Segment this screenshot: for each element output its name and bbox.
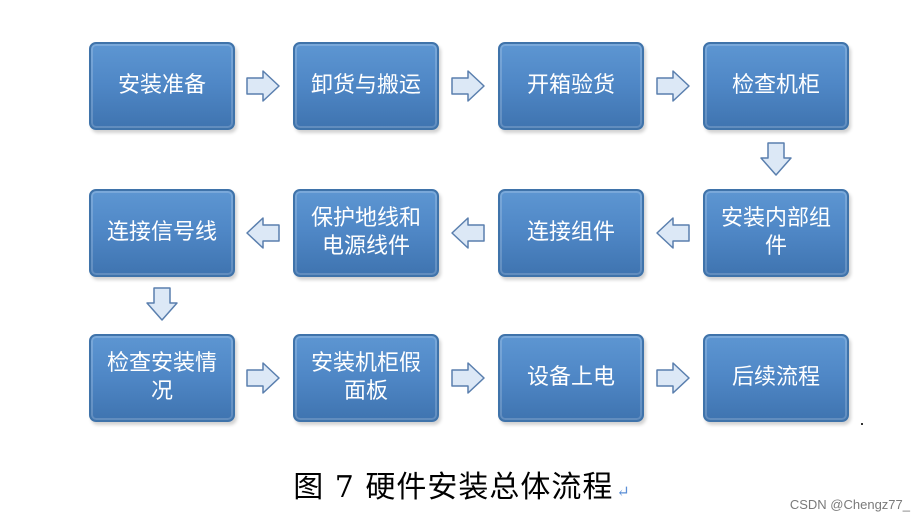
step-9-box: 检查安装情况 [89, 334, 235, 422]
step-7-label: 保护地线和电源线件 [310, 206, 421, 259]
step-5-label: 安装内部组件 [720, 206, 831, 259]
step-6-label: 连接组件 [526, 220, 615, 245]
stray-dot [861, 423, 863, 425]
arrow-right-icon [246, 70, 280, 102]
step-1-label: 安装准备 [117, 73, 206, 98]
step-8-label: 连接信号线 [106, 220, 217, 245]
arrow-left-icon [451, 217, 485, 249]
caption-text: 图 7 硬件安装总体流程 [293, 470, 614, 505]
arrow-left-icon [656, 217, 690, 249]
step-12-box: 后续流程 [703, 334, 849, 422]
arrow-right-icon [656, 70, 690, 102]
step-6-box: 连接组件 [498, 189, 644, 277]
step-7-box: 保护地线和电源线件 [293, 189, 439, 277]
step-2-label: 卸货与搬运 [310, 73, 421, 98]
step-12-label: 后续流程 [731, 365, 820, 390]
step-4-label: 检查机柜 [731, 73, 820, 98]
step-3-label: 开箱验货 [526, 73, 615, 98]
step-10-label: 安装机柜假面板 [310, 351, 421, 404]
arrow-left-icon [246, 217, 280, 249]
arrow-right-icon [656, 362, 690, 394]
step-8-box: 连接信号线 [89, 189, 235, 277]
step-9-label: 检查安装情况 [106, 351, 217, 404]
step-2-box: 卸货与搬运 [293, 42, 439, 130]
return-mark-icon: ↵ [616, 482, 631, 501]
arrow-down-icon [146, 287, 178, 321]
watermark: CSDN @Chengz77_ [789, 497, 910, 512]
step-5-box: 安装内部组件 [703, 189, 849, 277]
arrow-right-icon [451, 362, 485, 394]
step-11-box: 设备上电 [498, 334, 644, 422]
arrow-right-icon [246, 362, 280, 394]
step-10-box: 安装机柜假面板 [293, 334, 439, 422]
figure-caption: 图 7 硬件安装总体流程↵ [0, 462, 924, 506]
arrow-down-icon [760, 142, 792, 176]
step-11-label: 设备上电 [526, 365, 615, 390]
arrow-right-icon [451, 70, 485, 102]
step-3-box: 开箱验货 [498, 42, 644, 130]
step-1-box: 安装准备 [89, 42, 235, 130]
step-4-box: 检查机柜 [703, 42, 849, 130]
